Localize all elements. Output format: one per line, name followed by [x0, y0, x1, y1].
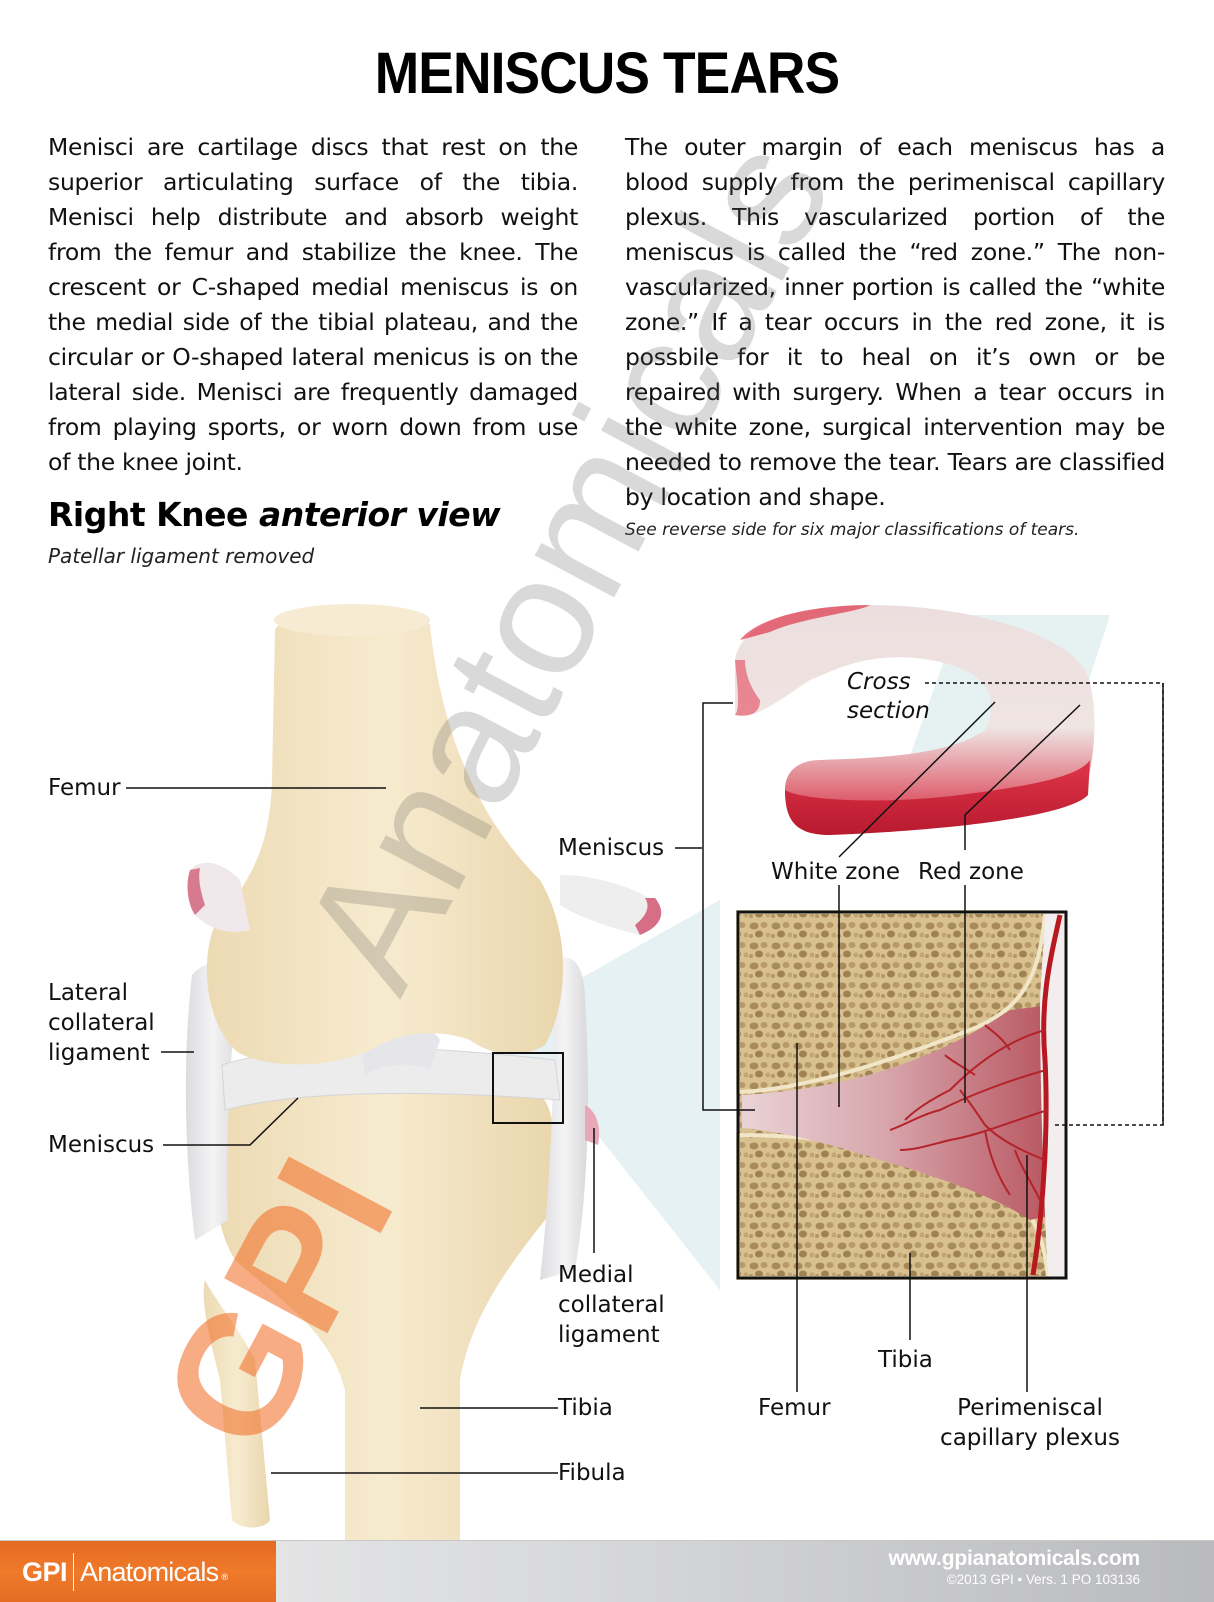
- label-line: ligament: [558, 1322, 660, 1348]
- footer-bar: GPI Anatomicals ® www.gpianatomicals.com…: [0, 1540, 1214, 1602]
- knee-heading-italic: anterior view: [258, 495, 501, 534]
- footer-copyright: ©2013 GPI • Vers. 1 PO 103136: [946, 1572, 1140, 1587]
- label-tibia-knee: Tibia: [558, 1395, 613, 1421]
- label-red-zone: Red zone: [918, 859, 1024, 885]
- label-line: section: [847, 698, 930, 724]
- label-line: collateral: [558, 1292, 665, 1318]
- label-line: Lateral: [48, 980, 129, 1006]
- label-line: ligament: [48, 1040, 150, 1066]
- label-femur-section: Femur: [758, 1395, 831, 1421]
- label-femur: Femur: [48, 775, 121, 801]
- label-perimeniscal-plexus: Perimeniscal capillary plexus: [935, 1393, 1125, 1453]
- label-lateral-collateral-ligament: Lateral collateral ligament: [48, 978, 155, 1068]
- knee-figure-subnote: Patellar ligament removed: [48, 544, 315, 568]
- footer-brand-logo: GPI Anatomicals ®: [0, 1541, 276, 1602]
- footer-info: www.gpianatomicals.com ©2013 GPI • Vers.…: [888, 1547, 1140, 1587]
- label-meniscus-knee: Meniscus: [48, 1132, 155, 1158]
- label-line: Medial: [558, 1262, 634, 1288]
- brand-gpi: GPI: [22, 1556, 68, 1587]
- label-line: Perimeniscal: [957, 1395, 1103, 1421]
- footer-website-link[interactable]: www.gpianatomicals.com: [888, 1547, 1140, 1570]
- reverse-side-note: See reverse side for six major classific…: [625, 520, 1080, 540]
- knee-heading-bold: Right Knee: [48, 495, 248, 534]
- label-medial-collateral-ligament: Medial collateral ligament: [558, 1260, 665, 1350]
- label-line: collateral: [48, 1010, 155, 1036]
- brand-divider: [73, 1553, 75, 1591]
- page-title: MENISCUS TEARS: [374, 41, 840, 106]
- label-fibula: Fibula: [558, 1460, 626, 1486]
- label-cross-section: Cross section: [847, 668, 930, 726]
- label-white-zone: White zone: [771, 859, 901, 885]
- registered-mark-icon: ®: [220, 1573, 230, 1583]
- label-tibia-section: Tibia: [878, 1347, 933, 1373]
- label-meniscus-right: Meniscus: [558, 835, 665, 861]
- intro-right-paragraph: The outer margin of each meniscus has a …: [625, 133, 1165, 511]
- brand-name: Anatomicals: [80, 1556, 219, 1587]
- label-line: Cross: [847, 669, 911, 695]
- knee-figure-heading: Right Knee anterior view: [48, 495, 501, 534]
- label-line: capillary plexus: [940, 1425, 1120, 1451]
- intro-left-paragraph: Menisci are cartilage discs that rest on…: [48, 133, 578, 476]
